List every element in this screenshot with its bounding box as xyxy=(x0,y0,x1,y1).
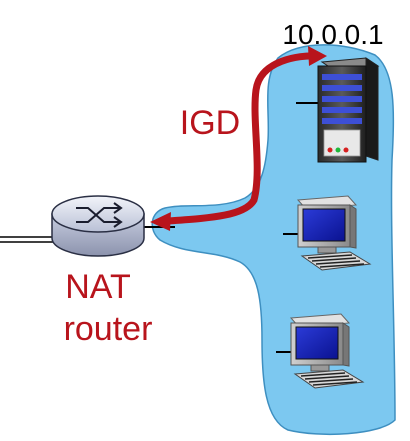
router-icon xyxy=(0,195,145,257)
igd-arrow xyxy=(150,46,327,231)
computer-icon xyxy=(289,313,365,389)
router-label: router xyxy=(64,310,153,348)
nat-label: NAT xyxy=(65,268,130,306)
computer-icon xyxy=(296,195,372,271)
server-icon xyxy=(317,57,380,163)
igd-label: IGD xyxy=(180,104,240,142)
ip-address-label: 10.0.0.1 xyxy=(282,19,383,50)
